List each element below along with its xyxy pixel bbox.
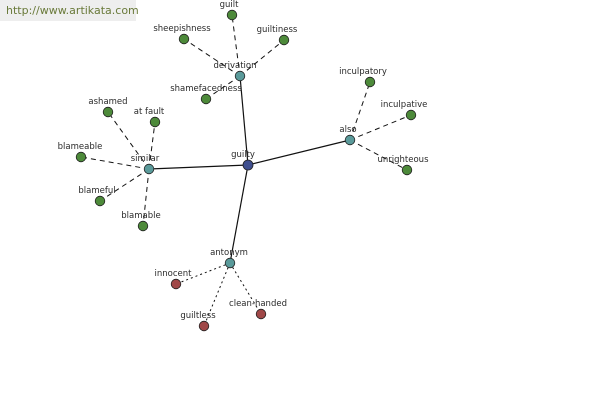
relation-node-also[interactable] — [344, 134, 356, 146]
word-label-inculpatory[interactable]: inculpatory — [339, 67, 387, 77]
word-label-clean-handed[interactable]: clean-handed — [229, 299, 287, 309]
word-node-guilt[interactable] — [226, 9, 238, 21]
word-node-inculpative[interactable] — [405, 109, 417, 121]
word-label-inculpative[interactable]: inculpative — [381, 100, 428, 110]
graph-edges — [80, 14, 412, 327]
edge-also-inculpative — [349, 114, 412, 141]
word-node-ashamed[interactable] — [102, 106, 114, 118]
relation-node-antonym[interactable] — [224, 257, 236, 269]
word-label-sheepishness[interactable]: sheepishness — [153, 24, 211, 34]
word-node-guiltiness[interactable] — [278, 34, 290, 46]
word-node-clean-handed[interactable] — [255, 308, 267, 320]
site-url-watermark[interactable]: http://www.artikata.com — [0, 0, 139, 21]
word-node-guiltless[interactable] — [198, 320, 210, 332]
word-label-blameable[interactable]: blameable — [58, 142, 103, 152]
word-node-innocent[interactable] — [170, 278, 182, 290]
word-label-guiltless[interactable]: guiltless — [180, 311, 216, 321]
word-node-shamefacedness[interactable] — [200, 93, 212, 105]
word-label-at-fault[interactable]: at fault — [134, 107, 165, 117]
edge-similar-blameable — [80, 156, 150, 170]
word-label-guiltiness[interactable]: guiltiness — [257, 25, 298, 35]
edge-similar-blameful — [99, 168, 150, 202]
edge-antonym-guiltless — [203, 262, 231, 327]
edge-similar-blamable — [142, 168, 150, 227]
word-label-ashamed[interactable]: ashamed — [88, 97, 127, 107]
edge-guilty-antonym — [229, 164, 249, 264]
edge-also-inculpatory — [349, 81, 371, 141]
word-node-blameable[interactable] — [75, 151, 87, 163]
word-node-inculpatory[interactable] — [364, 76, 376, 88]
relation-label-similar[interactable]: similar — [131, 154, 160, 164]
word-node-blamable[interactable] — [137, 220, 149, 232]
edge-derivation-shamefacedness — [205, 75, 241, 100]
word-label-unrighteous[interactable]: unrighteous — [378, 155, 430, 165]
word-label-blameful[interactable]: blameful — [78, 186, 115, 196]
edge-similar-at-fault — [148, 121, 156, 170]
word-node-blameful[interactable] — [94, 195, 106, 207]
graph-labels: guilt sheepishness guiltiness shamefacednes… — [58, 0, 429, 321]
edge-similar-ashamed — [107, 111, 150, 170]
relation-node-derivation[interactable] — [234, 70, 246, 82]
edge-derivation-guiltiness — [239, 39, 285, 77]
word-node-at-fault[interactable] — [149, 116, 161, 128]
edge-guilty-derivation — [239, 75, 249, 166]
edge-guilty-also — [247, 139, 351, 166]
word-label-guilt[interactable]: guilt — [220, 0, 240, 10]
relation-label-antonym[interactable]: antonym — [210, 248, 248, 258]
relation-node-similar[interactable] — [143, 163, 155, 175]
edge-guilty-similar — [148, 164, 249, 170]
edge-derivation-guilt — [231, 14, 241, 77]
word-label-innocent[interactable]: innocent — [155, 269, 193, 279]
word-label-shamefacedness[interactable]: shamefacedness — [170, 84, 242, 94]
edge-also-unrighteous — [349, 139, 408, 171]
relation-label-derivation[interactable]: derivation — [213, 61, 256, 71]
word-node-sheepishness[interactable] — [178, 33, 190, 45]
relation-label-also[interactable]: also — [339, 125, 356, 135]
center-label-guilty[interactable]: guilty — [231, 150, 255, 160]
graph-nodes — [75, 9, 417, 332]
edge-derivation-sheepishness — [183, 38, 241, 77]
word-label-blamable[interactable]: blamable — [121, 211, 160, 221]
center-node-guilty[interactable] — [242, 159, 254, 171]
word-node-unrighteous[interactable] — [401, 164, 413, 176]
